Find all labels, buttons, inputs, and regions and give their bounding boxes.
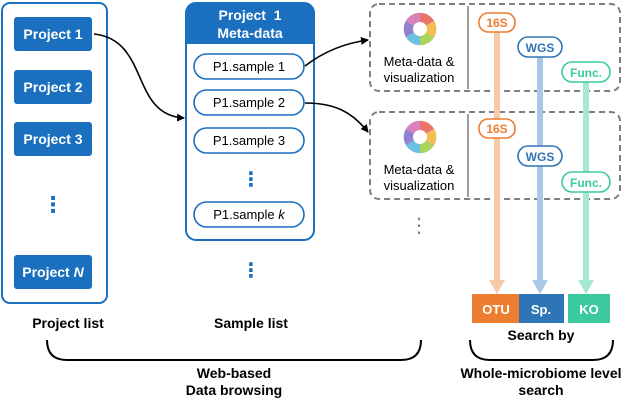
- sample-list-caption: Sample list: [214, 315, 288, 331]
- project-item-3[interactable]: Project 3: [14, 122, 92, 156]
- project-item-3-label: Project 3: [23, 131, 82, 147]
- sample-item-3[interactable]: P1.sample 3: [193, 127, 305, 154]
- sample-item-k-prefix: P1.sample: [213, 207, 278, 222]
- search-label-line1: Whole-microbiome level: [460, 365, 621, 381]
- sample-header-line2: Meta-data: [217, 25, 283, 41]
- tag-16s-2[interactable]: 16S: [478, 118, 516, 139]
- tag-16s-1-label: 16S: [486, 16, 507, 30]
- sample-below-ellipsis: ⋮: [241, 260, 261, 282]
- result-ko[interactable]: KO: [568, 294, 610, 323]
- project-item-2-box: [14, 70, 92, 104]
- metadata-panel-1-label-line2: visualization: [384, 70, 455, 85]
- tag-func-2[interactable]: Func.: [561, 171, 611, 193]
- tag-16s-2-label: 16S: [486, 122, 507, 136]
- sample-item-3-label: P1.sample 3: [213, 133, 285, 148]
- result-sp-box: [519, 294, 564, 323]
- project-item-2[interactable]: Project 2: [14, 70, 92, 104]
- arrowhead-otu: [489, 280, 505, 294]
- sample-item-k-var: k: [278, 207, 286, 222]
- arrowhead-ko: [578, 280, 594, 294]
- result-sp-label: Sp.: [531, 302, 551, 317]
- tag-16s-2-pill: [478, 118, 516, 139]
- metadata-panel-2-label-line2: visualization: [384, 178, 455, 193]
- arrow-sample2-to-panel2: [304, 102, 369, 133]
- tag-wgs-1-label: WGS: [526, 41, 555, 55]
- circular-plot-icon: [403, 12, 437, 46]
- sample-item-2[interactable]: P1.sample 2: [193, 89, 305, 116]
- circular-plot-icon: [403, 120, 437, 154]
- sample-item-1-label: P1.sample 1: [213, 59, 285, 74]
- result-ko-box: [568, 294, 610, 323]
- search-by-caption: Search by: [508, 327, 575, 343]
- tag-wgs-1-pill: [517, 36, 563, 58]
- sample-list-header: [186, 3, 314, 44]
- sample-item-1-pill: [193, 53, 305, 80]
- tag-func-2-pill: [561, 171, 611, 193]
- tag-wgs-2-label: WGS: [526, 150, 555, 164]
- result-sp[interactable]: Sp.: [519, 294, 564, 323]
- sample-item-2-label: P1.sample 2: [213, 95, 285, 110]
- sample-item-k[interactable]: P1.sample k: [193, 201, 305, 228]
- project-item-n-label: Project N: [22, 264, 84, 280]
- project-item-n[interactable]: Project N: [14, 255, 92, 289]
- tag-func-1-label: Func.: [570, 66, 602, 80]
- result-otu-label: OTU: [482, 302, 509, 317]
- result-otu-box: [472, 294, 520, 323]
- project-ellipsis: ⋮: [42, 192, 64, 217]
- browsing-bracket: [46, 339, 422, 361]
- project-list-caption: Project list: [32, 315, 104, 331]
- sample-ellipsis: ⋮: [241, 169, 261, 191]
- sample-item-k-pill: [193, 201, 305, 228]
- tag-func-1[interactable]: Func.: [561, 61, 611, 83]
- result-otu[interactable]: OTU: [472, 294, 520, 323]
- project-item-1-label: Project 1: [23, 26, 82, 42]
- project-item-n-prefix: Project: [22, 264, 73, 280]
- project-item-n-var: N: [74, 264, 85, 280]
- metadata-panel-ellipsis: ⋮: [409, 215, 429, 237]
- arrow-sample1-to-panel1: [304, 36, 369, 67]
- metadata-panel-1-label-line1: Meta-data &: [384, 54, 455, 69]
- arrowhead-sp: [532, 280, 548, 294]
- search-label-line2: search: [518, 382, 563, 398]
- tag-16s-1[interactable]: 16S: [478, 12, 516, 33]
- project-item-1[interactable]: Project 1: [14, 17, 92, 51]
- sample-header-line1: Project 1: [218, 7, 281, 23]
- arrow-project1-to-samples: [93, 33, 185, 122]
- sample-item-k-label: P1.sample k: [213, 207, 286, 222]
- tag-func-1-pill: [561, 61, 611, 83]
- search-bracket: [469, 339, 614, 361]
- browsing-label-line1: Web-based: [197, 365, 271, 381]
- sample-item-1[interactable]: P1.sample 1: [193, 53, 305, 80]
- tag-func-2-label: Func.: [570, 176, 602, 190]
- tag-wgs-2[interactable]: WGS: [517, 145, 563, 167]
- project-item-2-label: Project 2: [23, 79, 82, 95]
- project-item-3-box: [14, 122, 92, 156]
- sample-item-2-pill: [193, 89, 305, 116]
- project-item-n-box: [14, 255, 92, 289]
- result-ko-label: KO: [579, 302, 599, 317]
- tag-16s-1-pill: [478, 12, 516, 33]
- browsing-label-line2: Data browsing: [186, 382, 282, 398]
- project-item-1-box: [14, 17, 92, 51]
- tag-wgs-1[interactable]: WGS: [517, 36, 563, 58]
- sample-item-3-pill: [193, 127, 305, 154]
- tag-wgs-2-pill: [517, 145, 563, 167]
- metadata-panel-2-label-line1: Meta-data &: [384, 162, 455, 177]
